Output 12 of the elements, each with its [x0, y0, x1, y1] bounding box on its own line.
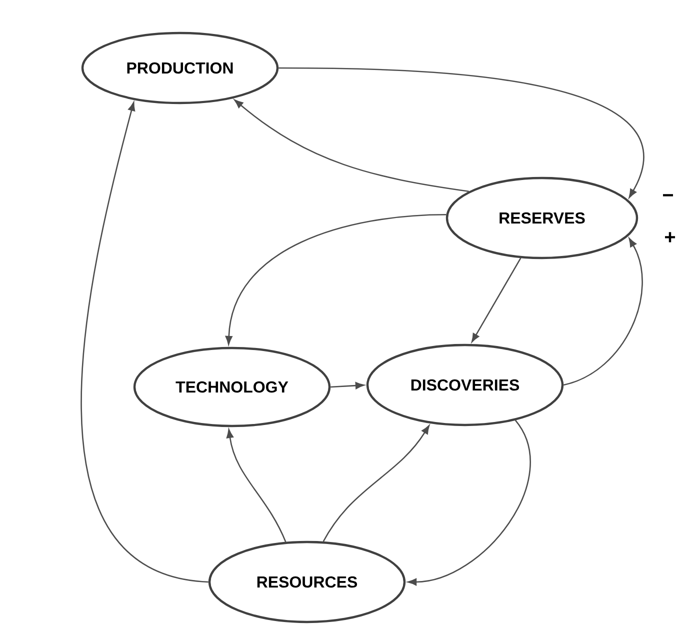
arrow — [80, 102, 209, 583]
arrow — [278, 67, 644, 198]
arrow — [322, 425, 430, 542]
arrow — [408, 420, 531, 586]
edge-label: + — [663, 231, 677, 245]
edge-label: − — [661, 193, 675, 203]
arrow — [225, 214, 446, 345]
arrow — [234, 100, 469, 192]
arrow — [472, 258, 522, 342]
arrow — [563, 238, 643, 386]
arrow — [330, 382, 364, 390]
arrow — [226, 429, 286, 542]
